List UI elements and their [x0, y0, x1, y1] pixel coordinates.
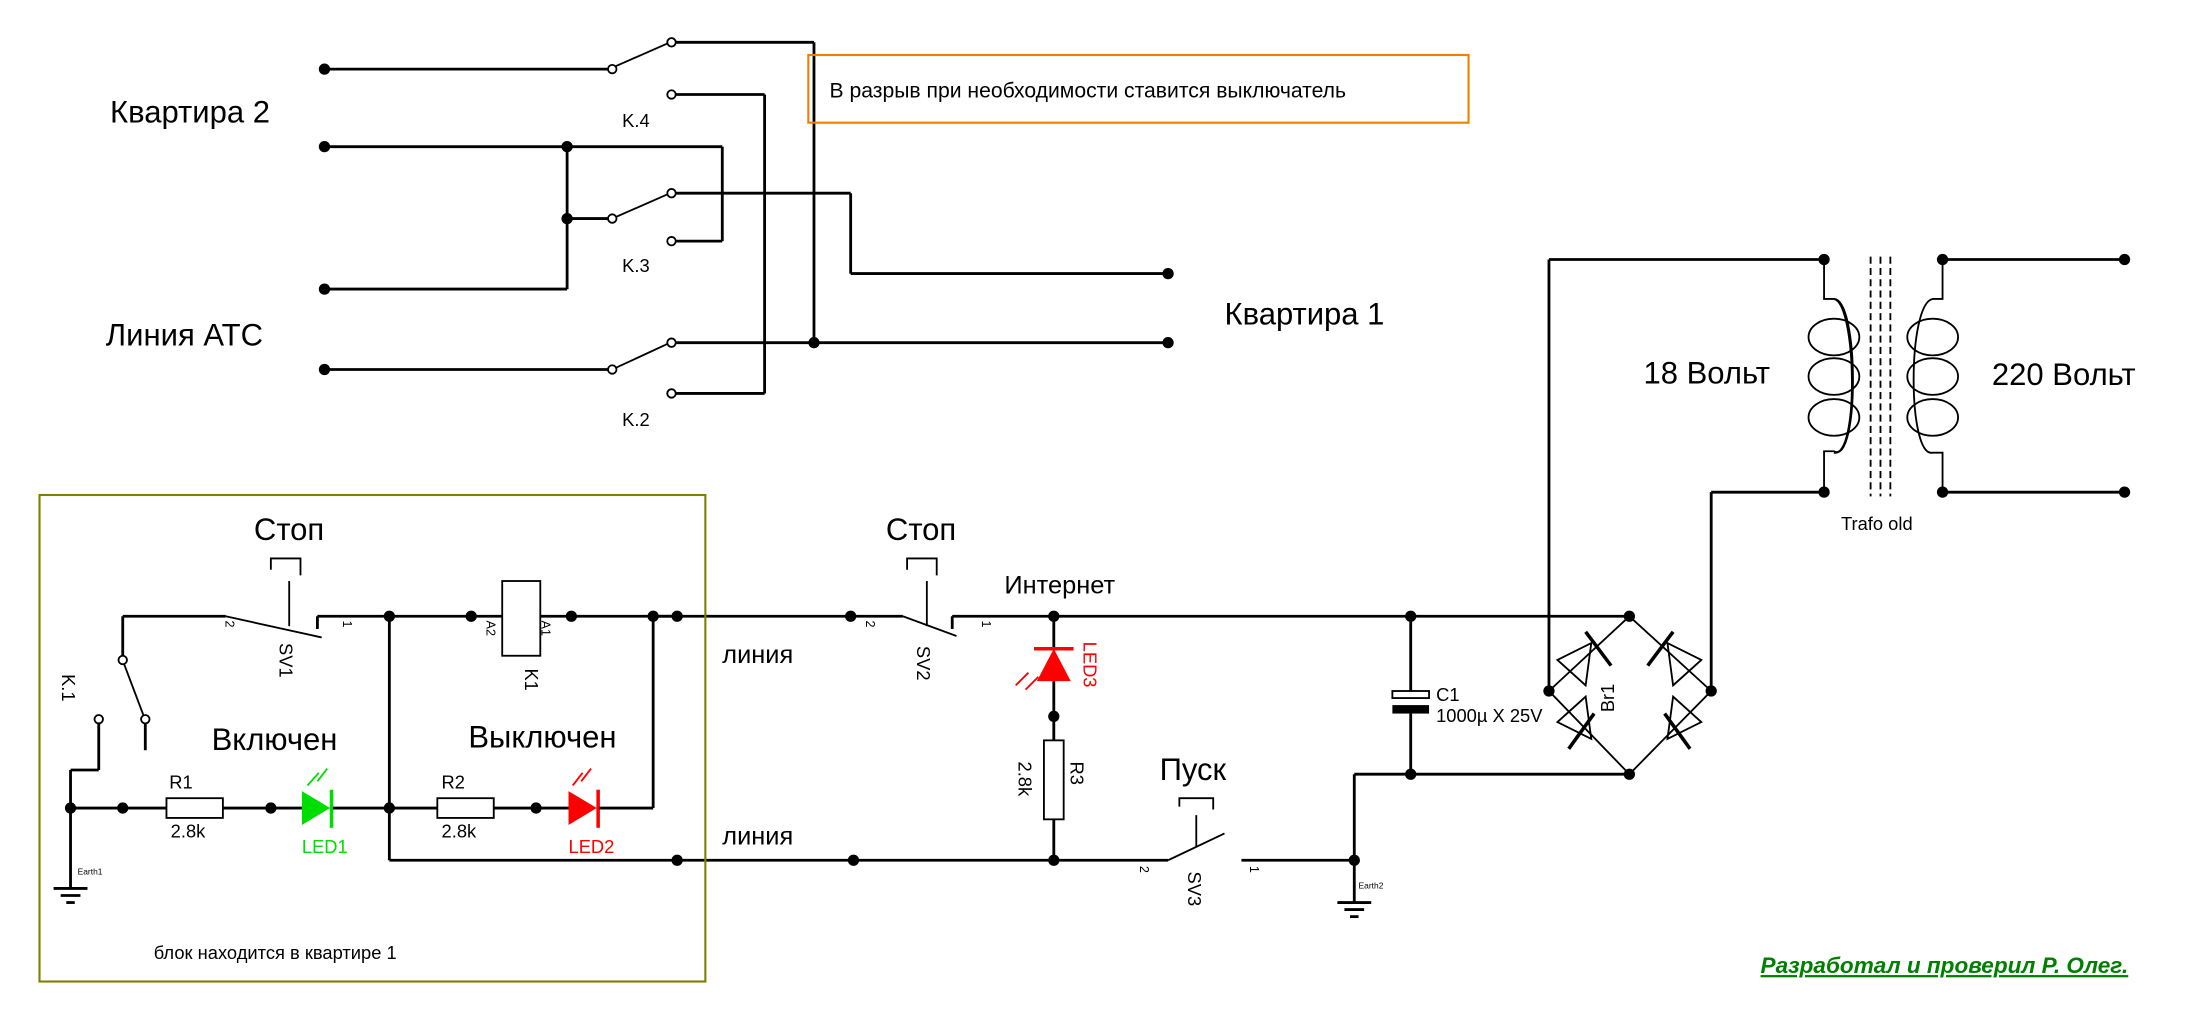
earth2-symbol: Earth2	[1337, 880, 1384, 919]
svg-text:1: 1	[979, 620, 993, 627]
capacitor-c1: C1 1000µ X 25V	[1391, 616, 1543, 775]
line-label-bottom: линия	[722, 823, 793, 851]
svg-text:2: 2	[223, 620, 237, 627]
transformer	[1547, 253, 2131, 692]
power-lines	[389, 610, 1630, 903]
stop-switch-sv1[interactable]: 2 1 SV1	[223, 557, 354, 678]
led2-label: LED2	[569, 836, 615, 857]
k1-label: K1	[521, 668, 542, 690]
k1-contact-label: K.1	[58, 674, 79, 702]
led3-label: LED3	[1079, 642, 1100, 688]
on-label: Включен	[212, 722, 338, 757]
c1-label: C1	[1436, 684, 1459, 705]
svg-text:1: 1	[340, 620, 354, 627]
sv2-label: SV2	[913, 646, 934, 681]
trafo-label: Trafo old	[1841, 513, 1913, 534]
br1-label: Br1	[1597, 684, 1618, 713]
line-label-top: линия	[722, 641, 793, 669]
r2-value: 2.8k	[442, 821, 477, 842]
svg-text:1: 1	[1247, 866, 1261, 873]
220-volt-label: 220 Вольт	[1992, 357, 2136, 392]
stop-label-1: Стоп	[254, 512, 324, 547]
r1-label: R1	[169, 771, 192, 792]
stop-label-2: Стоп	[886, 512, 956, 547]
c1-value: 1000µ X 25V	[1436, 705, 1543, 726]
signature: Разработал и проверил Р. Олег.	[1761, 953, 2129, 978]
r2-label: R2	[442, 771, 465, 792]
svg-text:A2: A2	[484, 620, 498, 636]
diode-bridge-br1: Br1	[1543, 610, 1717, 780]
led3-r3-branch: LED3 R3 2.8k	[1015, 616, 1100, 861]
svg-text:2: 2	[1137, 866, 1151, 873]
svg-text:A1: A1	[539, 620, 553, 636]
relay-contacts-group: K.4 K.3 K.2	[318, 37, 1174, 430]
svg-text:Earth1: Earth1	[78, 866, 103, 876]
start-label: Пуск	[1160, 752, 1227, 787]
r1-value: 2.8k	[171, 821, 206, 842]
k2-label: K.2	[622, 409, 650, 430]
note-text: В разрыв при необходимости ставится выкл…	[830, 79, 1347, 102]
r3-value: 2.8k	[1015, 762, 1036, 797]
svg-text:2: 2	[863, 620, 877, 627]
off-label: Выключен	[468, 719, 616, 754]
sv1-label: SV1	[275, 643, 296, 678]
internet-label: Интернет	[1004, 572, 1115, 600]
apartment-1-block	[38, 493, 707, 983]
r3-label: R3	[1067, 762, 1088, 785]
line-ats-label: Линия АТС	[106, 318, 263, 353]
led1-label: LED1	[302, 836, 348, 857]
note-box	[807, 53, 1470, 124]
k3-label: K.3	[622, 255, 650, 276]
apartment-2-label: Квартира 2	[110, 95, 270, 130]
k4-label: K.4	[622, 110, 650, 131]
apartment-1-label: Квартира 1	[1225, 296, 1385, 331]
sv3-label: SV3	[1184, 872, 1205, 907]
block-note: блок находится в квартире 1	[154, 942, 397, 963]
stop-switch-sv2[interactable]: 2 1 SV2	[863, 557, 993, 681]
18-volt-label: 18 Вольт	[1643, 356, 1769, 391]
block-circuit: K1 A2 A1 K.1 R1 2.8k LED1 R	[53, 580, 678, 904]
start-switch-sv3[interactable]: 2 1 SV3	[1137, 797, 1261, 907]
svg-text:Earth2: Earth2	[1359, 880, 1384, 890]
